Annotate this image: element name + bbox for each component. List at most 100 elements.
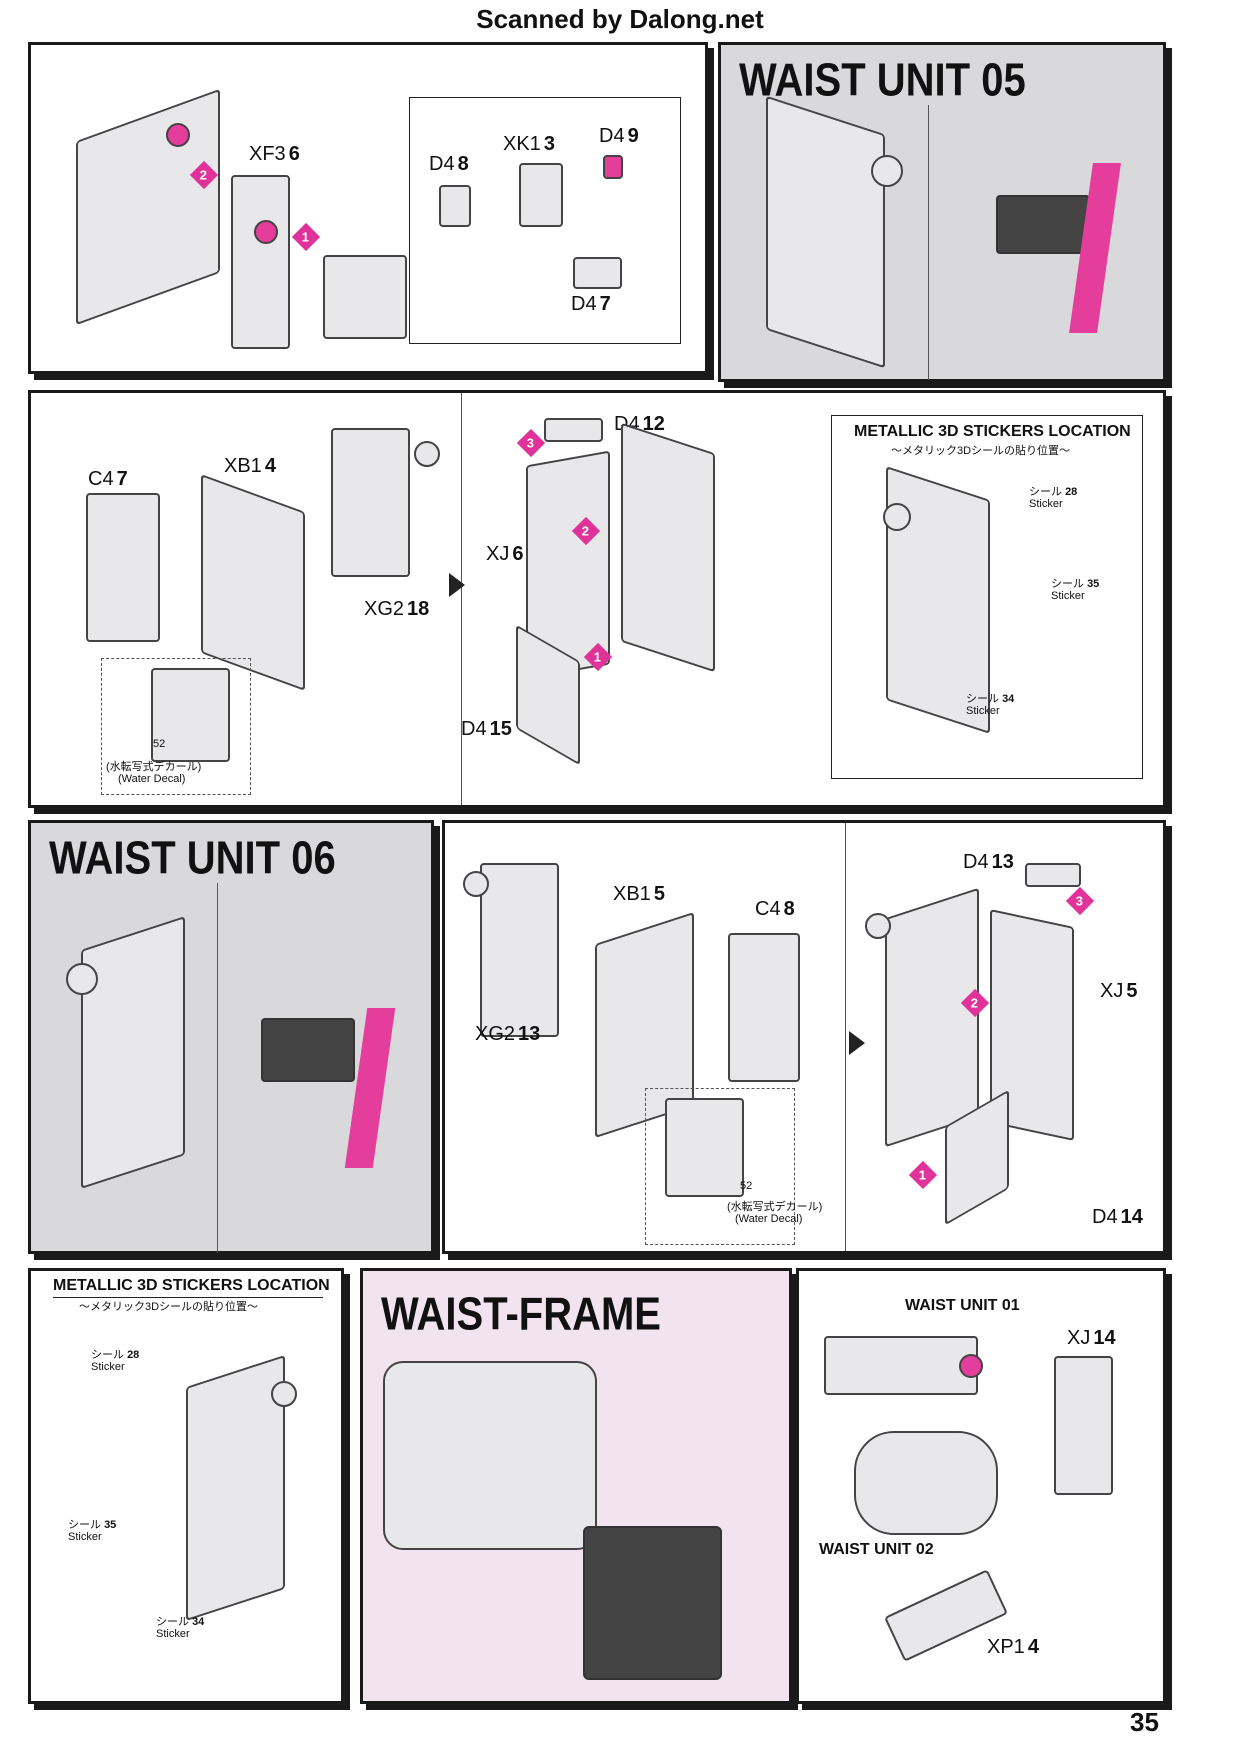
arrow-next	[449, 573, 465, 597]
title-waist-unit-06: WAIST UNIT 06	[49, 833, 336, 884]
part-c4-7	[86, 493, 160, 642]
part-joint	[166, 123, 190, 147]
divider	[928, 105, 929, 380]
decal-jp: (水転写式デカール)	[727, 1201, 823, 1213]
part-xk1	[519, 163, 563, 227]
part-xf3	[231, 175, 290, 349]
panel-waist-unit-06: WAIST UNIT 06	[28, 820, 434, 1254]
stickers-title: METALLIC 3D STICKERS LOCATION	[53, 1277, 330, 1294]
silhouette-waist-frame	[583, 1526, 722, 1680]
title-waist-frame: WAIST-FRAME	[381, 1289, 661, 1340]
stickers-subtitle: 〜メタリック3Dシールの貼り位置〜	[79, 1301, 259, 1313]
decal-box	[101, 658, 251, 795]
part-frame-arm	[76, 88, 220, 326]
part-d4-9	[603, 155, 623, 179]
panel-waist-frame: WAIST-FRAME	[360, 1268, 792, 1704]
part-ball-top	[414, 441, 440, 467]
part-waist-frame	[383, 1361, 597, 1550]
stickers-box	[831, 415, 1143, 779]
part-d4-8	[439, 185, 471, 227]
part-xg2-18	[331, 428, 410, 577]
decal-jp: (水転写式デカール)	[106, 761, 202, 773]
part-sticker-ball	[271, 1381, 297, 1407]
part-d4-12	[544, 418, 603, 442]
stickers-subtitle: 〜メタリック3Dシールの貼り位置〜	[891, 445, 1071, 457]
part-ball	[865, 913, 891, 939]
title-underline	[53, 1297, 323, 1298]
part-decal-piece	[665, 1098, 744, 1197]
decal-box	[645, 1088, 795, 1245]
part-waist-06-ball	[66, 963, 98, 995]
decal-en: (Water Decal)	[735, 1213, 803, 1225]
detail-box	[409, 97, 681, 344]
part-waist-unit-01	[824, 1336, 978, 1395]
panel-stickers-location: METALLIC 3D STICKERS LOCATION 〜メタリック3Dシー…	[28, 1268, 344, 1704]
step-1: 1	[291, 222, 321, 252]
panel-waist-unit-05: WAIST UNIT 05	[718, 42, 1166, 382]
divider	[845, 823, 846, 1251]
part-ball	[463, 871, 489, 897]
part-waist-05-ball	[871, 155, 903, 187]
part-decal-piece	[151, 668, 230, 762]
part-d4-13	[1025, 863, 1081, 887]
part-xg2-13	[480, 863, 559, 1037]
decal-en: (Water Decal)	[118, 773, 186, 785]
silhouette-waist-05	[996, 195, 1090, 254]
part-plate	[885, 887, 979, 1148]
divider	[217, 883, 218, 1253]
title-waist-unit-05: WAIST UNIT 05	[739, 55, 1026, 106]
silhouette-waist-06	[261, 1018, 355, 1082]
step-3: 3	[1065, 886, 1095, 916]
decal-number: 52	[740, 1180, 753, 1192]
part-xf3-socket	[254, 220, 278, 244]
scan-header: Scanned by Dalong.net	[476, 4, 764, 34]
part-xj-14	[1054, 1356, 1113, 1495]
part-c4-8	[728, 933, 800, 1082]
part-sticker-ball	[883, 503, 911, 531]
part-waist-unit-02	[854, 1431, 998, 1535]
divider	[461, 393, 462, 805]
part-plate	[621, 422, 715, 673]
part-waist-05-plate	[766, 95, 885, 369]
stickers-title: METALLIC 3D STICKERS LOCATION	[854, 423, 1131, 440]
step-1: 1	[908, 1160, 938, 1190]
label-waist-unit-01: WAIST UNIT 01	[905, 1297, 1020, 1314]
part-hand-block	[323, 255, 407, 339]
part-waist-06-plate	[81, 916, 185, 1189]
arrow-next	[849, 1031, 865, 1055]
page-number: 35	[1130, 1707, 1159, 1737]
label-waist-unit-02: WAIST UNIT 02	[819, 1541, 934, 1558]
part-d4-7	[573, 257, 622, 289]
step-3: 3	[516, 428, 546, 458]
part-unit-01-joint	[959, 1354, 983, 1378]
decal-number: 52	[153, 738, 166, 750]
